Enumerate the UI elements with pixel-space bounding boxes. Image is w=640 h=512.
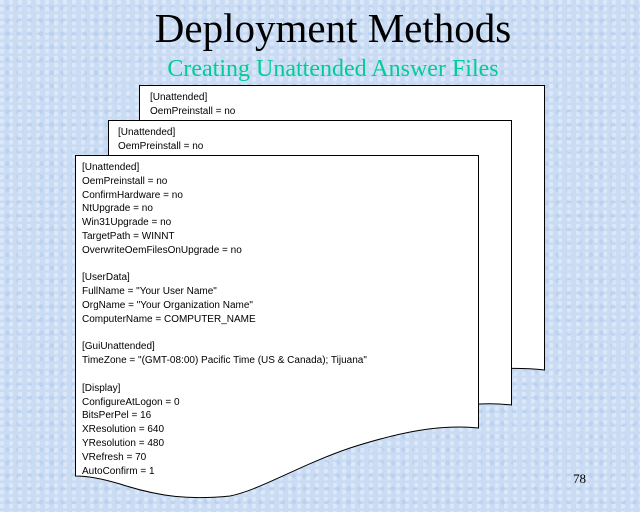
answer-file-line: BitsPerPel = 16 — [82, 410, 152, 422]
front-document-shape — [75, 155, 479, 499]
front-document-text: [Unattended] OemPreinstall = no ConfirmHar… — [82, 161, 367, 478]
answer-file-line: [Unattended] — [118, 127, 176, 138]
answer-file-line: ComputerName = COMPUTER_NAME — [82, 313, 256, 325]
answer-file-line: [UserData] — [82, 272, 130, 284]
slide-title: Deployment Methods — [154, 5, 512, 51]
answer-file-line: Win31Upgrade = no — [82, 217, 172, 229]
answer-file-line — [82, 327, 367, 341]
answer-file-line: VRefresh = 70 — [82, 451, 147, 463]
answer-file-line: NtUpgrade = no — [82, 203, 153, 215]
answer-file-line — [82, 258, 367, 272]
answer-file-line: OemPreinstall = no — [150, 105, 236, 117]
answer-file-line: ConfigureAtLogon = 0 — [82, 396, 180, 408]
answer-file-line: ConfirmHardware = no — [82, 189, 183, 201]
answer-file-line: OrgName = "Your Organization Name" — [82, 299, 253, 311]
answer-file-line — [82, 368, 367, 382]
answer-file-line: [GuiUnattended] — [82, 341, 155, 353]
answer-file-line: TargetPath = WINNT — [82, 230, 175, 242]
back-document-text: [Unattended] OemPreinstall = no — [150, 91, 235, 119]
answer-file-line: [Display] — [82, 382, 121, 394]
answer-file-line: [Unattended] — [82, 162, 140, 173]
answer-file-line: FullName = "Your User Name" — [82, 286, 217, 298]
page-number: 78 — [573, 471, 586, 486]
answer-file-line: YResolution = 480 — [82, 437, 165, 449]
answer-file-line: [Unattended] — [150, 92, 208, 103]
middle-document-text: [Unattended] OemPreinstall = no — [118, 126, 203, 154]
answer-file-line: OverwriteOemFilesOnUpgrade = no — [82, 244, 242, 256]
answer-file-line: XResolution = 640 — [82, 424, 165, 436]
slide-subtitle: Creating Unattended Answer Files — [167, 56, 499, 82]
answer-file-line: OemPreinstall = no — [82, 175, 168, 187]
answer-file-line: TimeZone = "(GMT-08:00) Pacific Time (US… — [82, 355, 367, 367]
answer-file-line: AutoConfirm = 1 — [82, 465, 155, 477]
answer-file-line: OemPreinstall = no — [118, 140, 204, 152]
